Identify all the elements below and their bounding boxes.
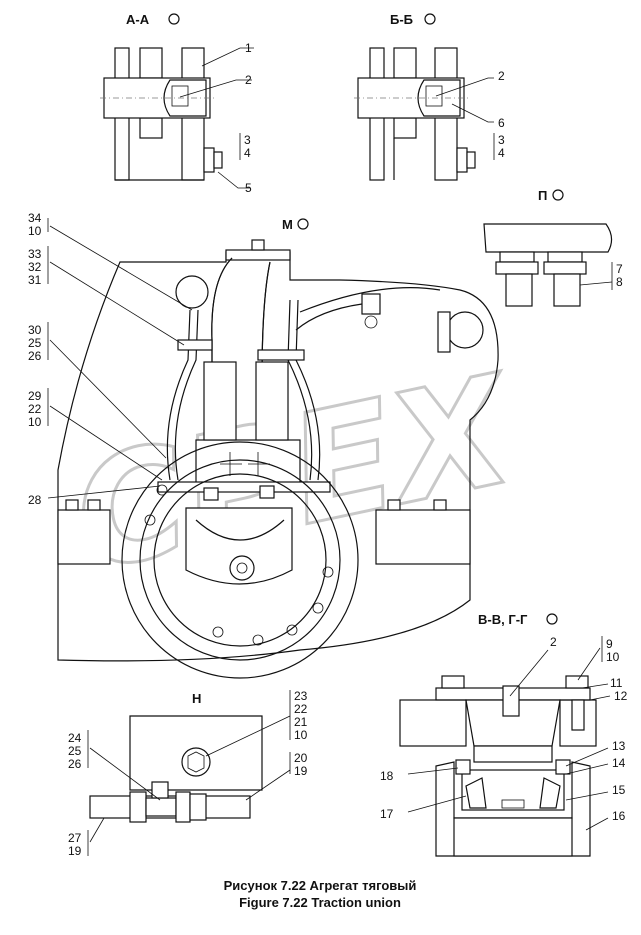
label-part: 24 xyxy=(68,731,82,745)
label-part: 20 xyxy=(294,751,308,765)
label-part: 10 xyxy=(28,415,42,429)
section-v-v: В-В, Г-Г 2 9 xyxy=(380,612,628,857)
label-part: 3 xyxy=(498,133,505,147)
label-part: 19 xyxy=(294,764,308,778)
label-part: 33 xyxy=(28,247,42,261)
label-part: 6 xyxy=(498,116,505,130)
section-v-v-title: В-В, Г-Г xyxy=(478,612,528,627)
label-part: 4 xyxy=(244,146,251,160)
label-part: 22 xyxy=(294,702,308,716)
label-part: 15 xyxy=(612,783,626,797)
view-m-title: М xyxy=(282,217,293,232)
label-part: 21 xyxy=(294,715,308,729)
label-part: 4 xyxy=(498,146,505,160)
label-part: 17 xyxy=(380,807,394,821)
label-part: 26 xyxy=(28,349,42,363)
section-b-b-title: Б-Б xyxy=(390,12,413,27)
label-part: 18 xyxy=(380,769,394,783)
view-p-title: П xyxy=(538,188,547,203)
label-part: 1 xyxy=(245,41,252,55)
label-part: 14 xyxy=(612,756,626,770)
label-part: 2 xyxy=(498,69,505,83)
label-part: 19 xyxy=(68,844,82,858)
view-marker-icon xyxy=(424,13,436,25)
section-b-b: Б-Б 2 6 3 4 xyxy=(354,12,505,181)
label-part: 2 xyxy=(245,73,252,87)
label-part: 31 xyxy=(28,273,42,287)
view-n-title: Н xyxy=(192,691,201,706)
section-a-a: А-А 1 2 3 4 5 xyxy=(100,12,254,195)
label-part: 29 xyxy=(28,389,42,403)
label-part: 9 xyxy=(606,637,613,651)
label-part: 16 xyxy=(612,809,626,823)
label-part: 27 xyxy=(68,831,82,845)
figure-caption: Рисунок 7.22 Агрегат тяговый Figure 7.22… xyxy=(224,878,417,910)
label-part: 7 xyxy=(616,262,623,276)
view-marker-icon xyxy=(168,13,180,25)
label-part: 25 xyxy=(68,744,82,758)
label-part: 32 xyxy=(28,260,42,274)
view-marker-icon xyxy=(546,613,558,625)
view-marker-icon xyxy=(552,189,564,201)
label-part: 2 xyxy=(550,635,557,649)
view-marker-icon xyxy=(297,218,309,230)
caption-ru: Рисунок 7.22 Агрегат тяговый xyxy=(224,878,417,893)
label-part: 34 xyxy=(28,211,42,225)
section-a-a-title: А-А xyxy=(126,12,150,27)
label-part: 8 xyxy=(616,275,623,289)
view-p: П 7 8 xyxy=(483,188,623,307)
label-part: 10 xyxy=(294,728,308,742)
label-part: 12 xyxy=(614,689,628,703)
label-part: 26 xyxy=(68,757,82,771)
view-m: М xyxy=(28,211,499,679)
label-part: 23 xyxy=(294,689,308,703)
label-part: 13 xyxy=(612,739,626,753)
label-part: 5 xyxy=(245,181,252,195)
label-part: 25 xyxy=(28,336,42,350)
label-part: 10 xyxy=(606,650,620,664)
label-part: 3 xyxy=(244,133,251,147)
label-part: 11 xyxy=(610,676,623,690)
label-part: 10 xyxy=(28,224,42,238)
label-part: 22 xyxy=(28,402,42,416)
view-n: Н 23 22 21 10 20 19 24 25 26 27 19 xyxy=(68,689,308,858)
caption-en: Figure 7.22 Traction union xyxy=(239,895,401,910)
label-part: 28 xyxy=(28,493,42,507)
label-part: 30 xyxy=(28,323,42,337)
